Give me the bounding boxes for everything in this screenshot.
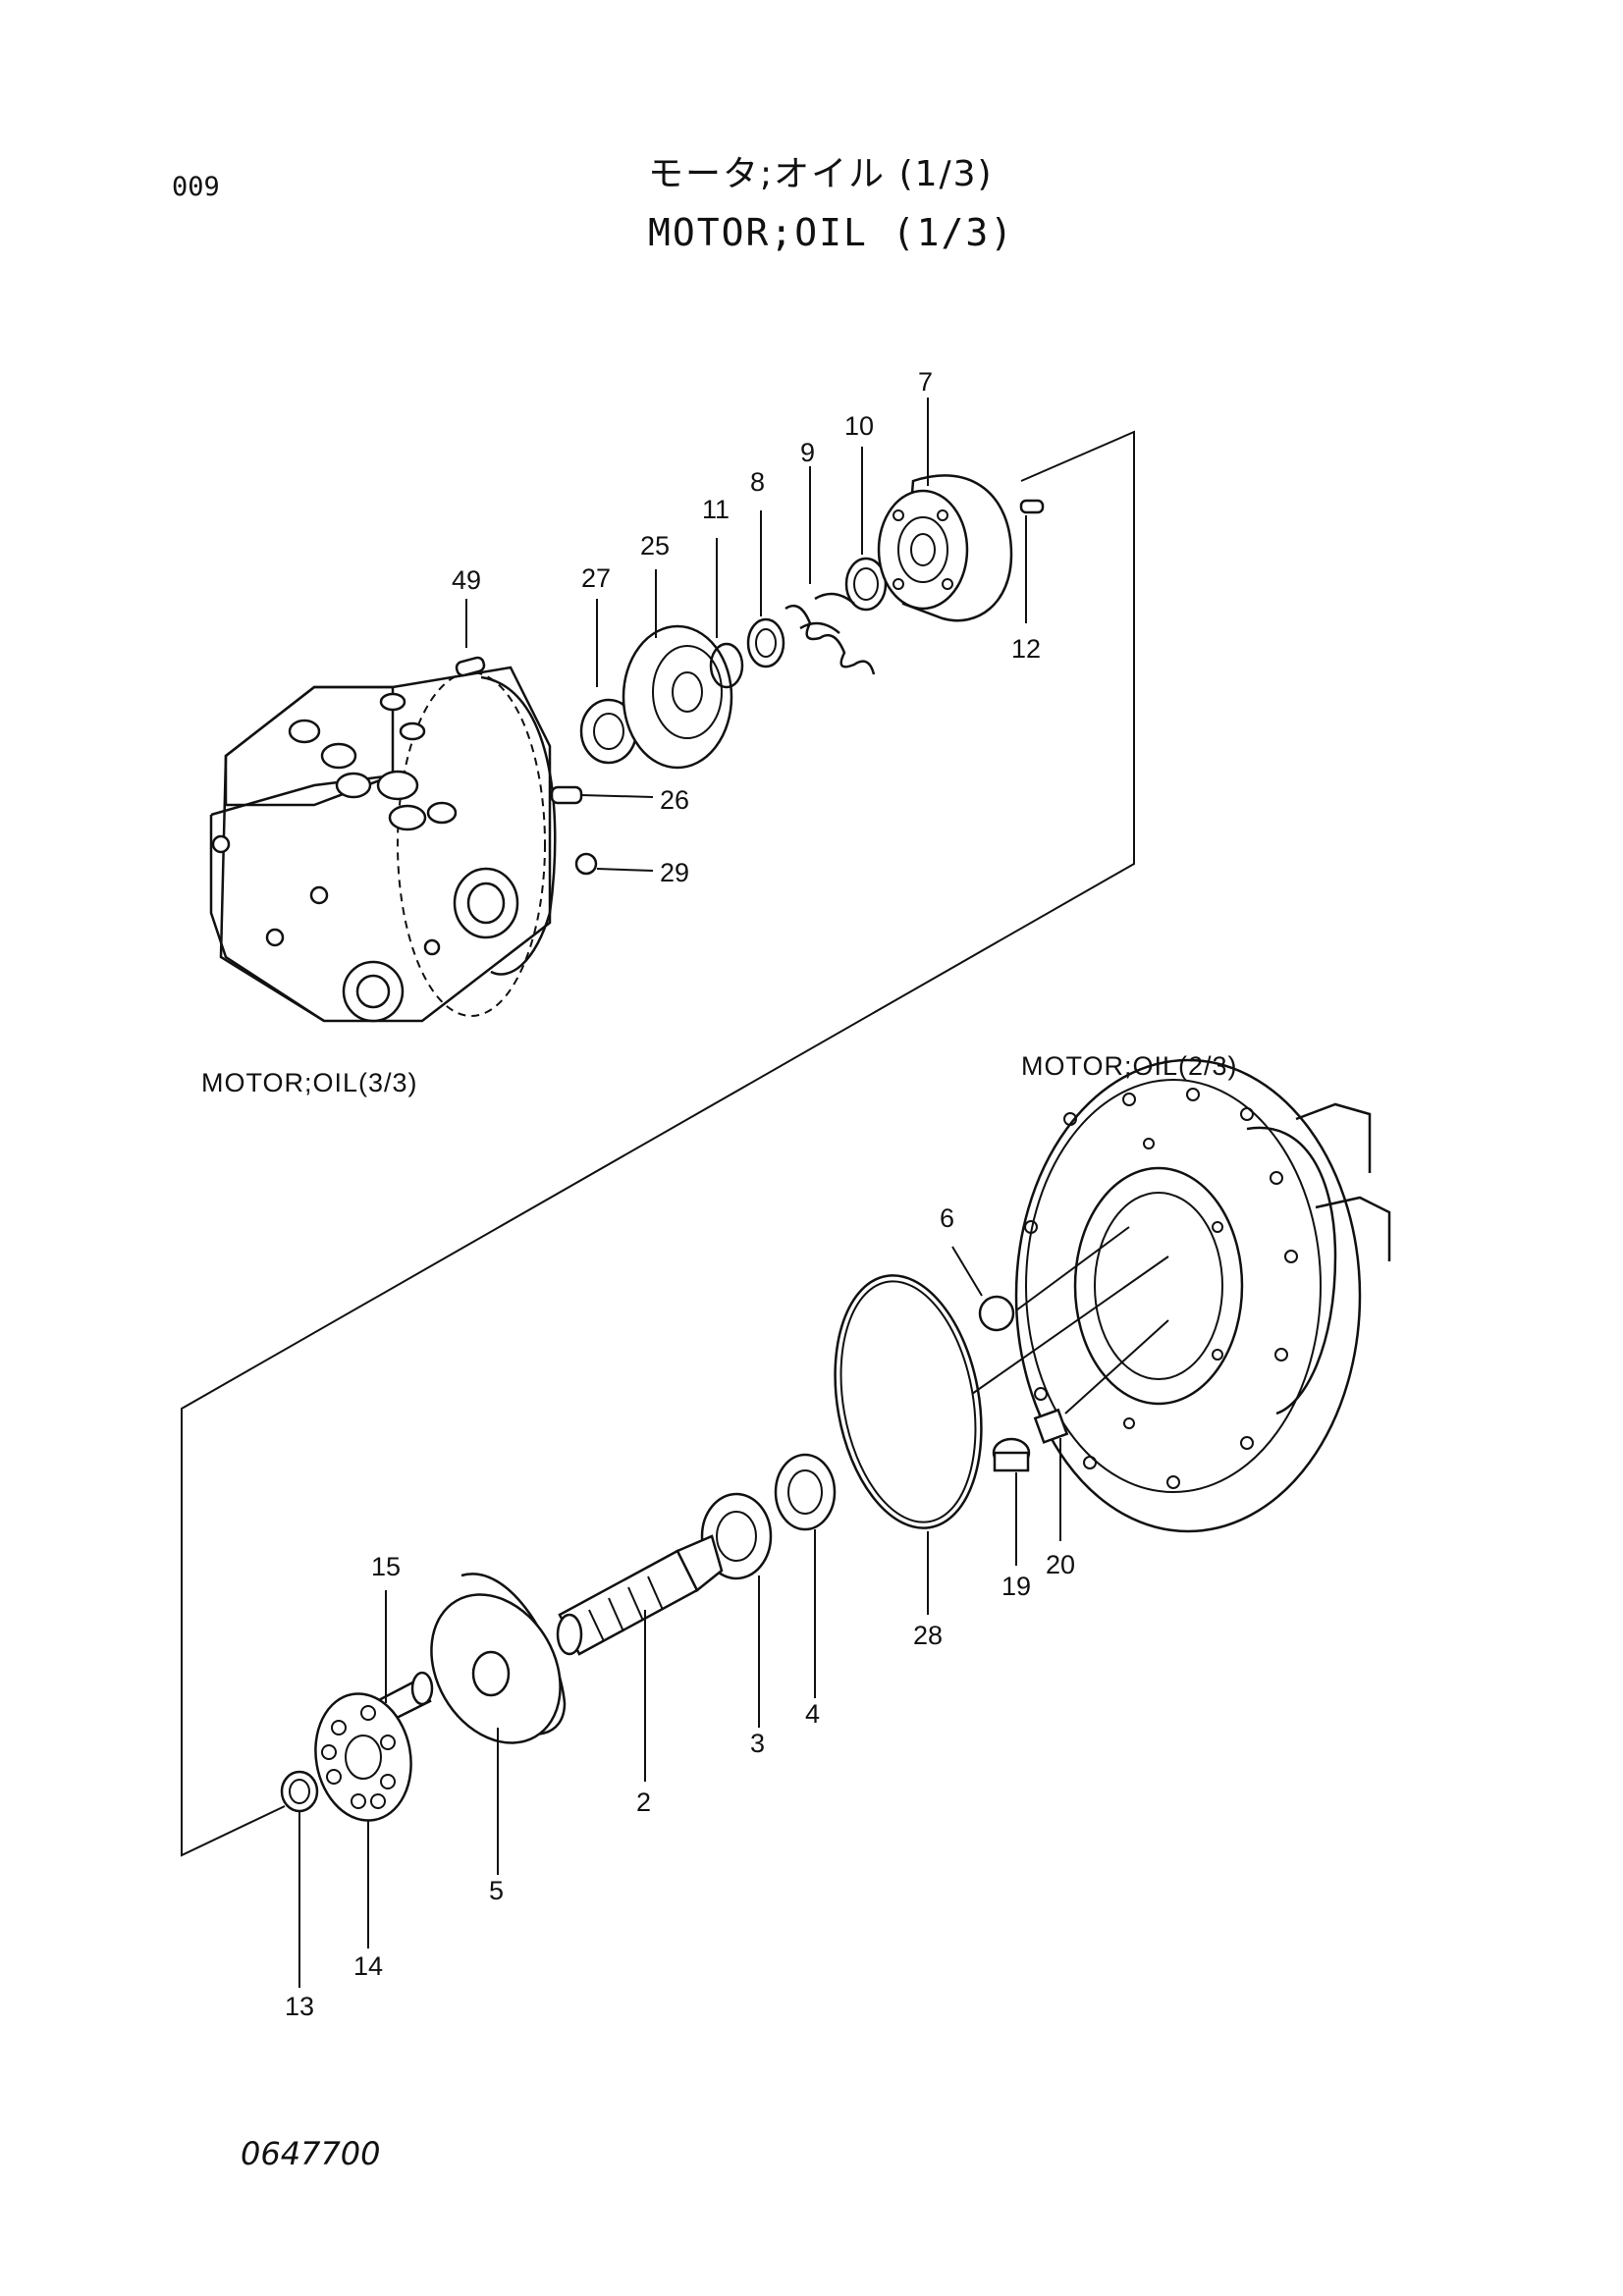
part-plug-20 — [1033, 1319, 1169, 1541]
page-title-japanese: モータ;オイル (1/3) — [648, 154, 994, 194]
callout-13: 13 — [285, 1992, 314, 2021]
part-bearing-4 — [774, 1453, 837, 1698]
callout-3: 3 — [750, 1729, 765, 1758]
part-shaft-2 — [556, 1534, 724, 1782]
callout-7: 7 — [918, 367, 933, 397]
reference-motor-oil-3-3: MOTOR;OIL(3/3) — [201, 1068, 418, 1097]
part-snap-ring-11 — [709, 538, 744, 689]
part-plate-5 — [430, 1573, 567, 1875]
part-o-ring-29 — [574, 852, 654, 876]
callout-20: 20 — [1046, 1550, 1075, 1579]
page-code: 009 — [172, 172, 220, 202]
reference-motor-oil-2-3: MOTOR;OIL(2/3) — [1021, 1051, 1238, 1081]
motor-housing-3-3 — [209, 666, 557, 1023]
part-plug-19 — [992, 1437, 1031, 1566]
callout-2: 2 — [636, 1788, 651, 1817]
part-washer-10 — [844, 447, 888, 612]
part-pin-12 — [1019, 499, 1045, 623]
callout-19: 19 — [1001, 1572, 1031, 1601]
part-pin-49 — [455, 599, 486, 677]
part-plate-25 — [622, 569, 733, 770]
callout-49: 49 — [452, 565, 481, 595]
callout-11: 11 — [702, 495, 730, 524]
callout-labels: 49 27 25 11 8 9 10 7 12 26 29 6 15 5 2 3… — [285, 367, 1075, 2021]
callout-26: 26 — [660, 785, 689, 815]
callout-28: 28 — [913, 1621, 943, 1650]
part-ball-6 — [951, 1226, 1130, 1332]
callout-12: 12 — [1011, 634, 1041, 664]
document-number: 0647700 — [241, 2135, 381, 2172]
callout-10: 10 — [844, 411, 874, 441]
callout-27: 27 — [581, 563, 611, 593]
assembly-frame — [181, 430, 1135, 1857]
callout-6: 6 — [940, 1203, 954, 1233]
part-retainer-14 — [314, 1692, 412, 1949]
callout-15: 15 — [371, 1552, 401, 1581]
callout-9: 9 — [800, 438, 815, 467]
part-pin-26 — [550, 785, 654, 805]
callout-25: 25 — [640, 531, 670, 561]
callout-5: 5 — [489, 1876, 504, 1905]
callout-14: 14 — [353, 1951, 383, 1981]
callout-8: 8 — [750, 467, 765, 497]
part-bearing-3 — [700, 1492, 773, 1728]
callout-29: 29 — [660, 858, 689, 887]
part-o-ring-28 — [834, 1255, 1169, 1615]
callout-4: 4 — [805, 1699, 820, 1729]
part-cylinder-block-7 — [877, 398, 1013, 622]
part-ring-13 — [280, 1770, 319, 1988]
part-washer-8 — [746, 510, 785, 668]
motor-housing-2-3 — [1014, 1058, 1391, 1533]
page-title: MOTOR;OIL (1/3) — [648, 211, 1015, 254]
